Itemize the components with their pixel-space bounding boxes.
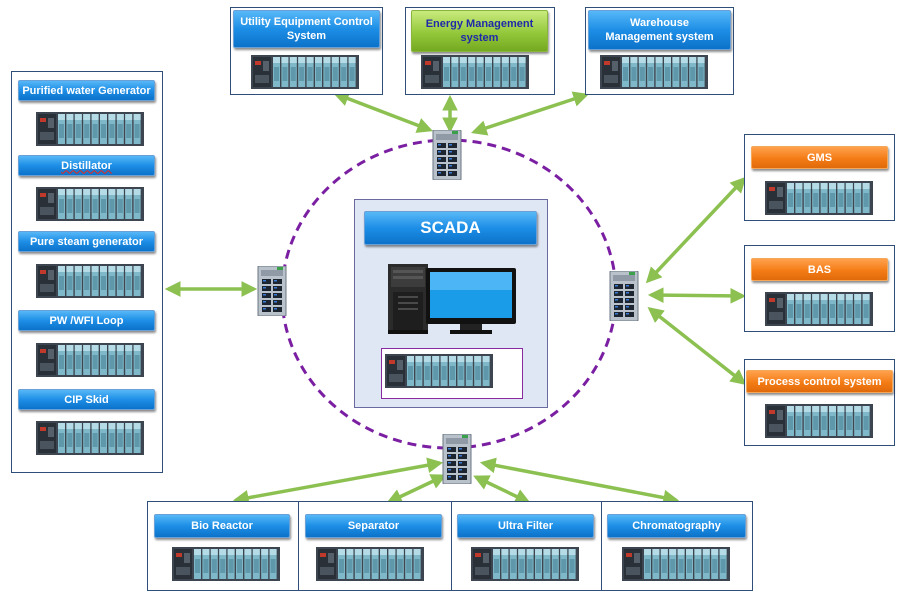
server-tower-icon: [388, 264, 428, 334]
label-process-control: Process control system: [746, 370, 893, 393]
label-distillator-text: Distillator: [61, 159, 112, 172]
plc-rack-icon: [385, 354, 493, 388]
plc-rack-icon: [251, 55, 359, 89]
plc-rack-icon: [36, 112, 144, 146]
plc-rack-icon: [36, 187, 144, 221]
label-gms: GMS: [751, 146, 888, 169]
arrow-right-process: [647, 307, 747, 385]
scada-title: SCADA: [364, 211, 537, 245]
monitor-icon: [426, 268, 516, 334]
scada-workstation-icon: [388, 264, 516, 334]
plc-rack-icon: [36, 264, 144, 298]
label-purified-water-generator: Purified water Generator: [18, 80, 155, 101]
label-bas: BAS: [751, 258, 888, 281]
plc-rack-icon: [765, 292, 873, 326]
label-warehouse-management: Warehouse Management system: [588, 10, 731, 50]
label-pure-steam-generator: Pure steam generator: [18, 231, 155, 252]
label-distillator: Distillator: [18, 155, 155, 176]
network-switch-icon: [609, 270, 639, 322]
label-separator: Separator: [305, 514, 442, 538]
label-cip-skid: CIP Skid: [18, 389, 155, 410]
label-energy-management: Energy Management system: [411, 10, 548, 52]
arrow-bottom-ultrafilter: [473, 475, 531, 504]
arrow-bottom-separator: [386, 474, 447, 504]
plc-rack-icon: [316, 547, 424, 581]
plc-rack-icon: [765, 404, 873, 438]
plc-rack-icon: [172, 547, 280, 581]
network-switch-icon: [432, 129, 462, 181]
plc-rack-icon: [600, 55, 708, 89]
label-chromatography: Chromatography: [607, 514, 746, 538]
network-switch-icon: [442, 433, 472, 485]
arrow-bottom-bioreactor: [232, 457, 444, 506]
label-ultra-filter: Ultra Filter: [457, 514, 594, 538]
arrow-right-gms: [645, 176, 747, 284]
arrow-top-right: [471, 91, 589, 136]
plc-rack-icon: [421, 55, 529, 89]
plc-rack-icon: [36, 421, 144, 455]
arrow-bottom-chromatography: [479, 457, 680, 506]
network-switch-icon: [257, 265, 287, 317]
plc-rack-icon: [36, 343, 144, 377]
label-pw-wfi-loop: PW /WFI Loop: [18, 310, 155, 331]
plc-rack-icon: [765, 181, 873, 215]
arrow-top-left: [333, 91, 433, 133]
plc-rack-icon: [471, 547, 579, 581]
arrow-right-bas: [647, 287, 747, 304]
plc-rack-icon: [622, 547, 730, 581]
label-utility-equipment: Utility Equipment Control System: [233, 10, 380, 48]
label-bio-reactor: Bio Reactor: [154, 514, 290, 538]
